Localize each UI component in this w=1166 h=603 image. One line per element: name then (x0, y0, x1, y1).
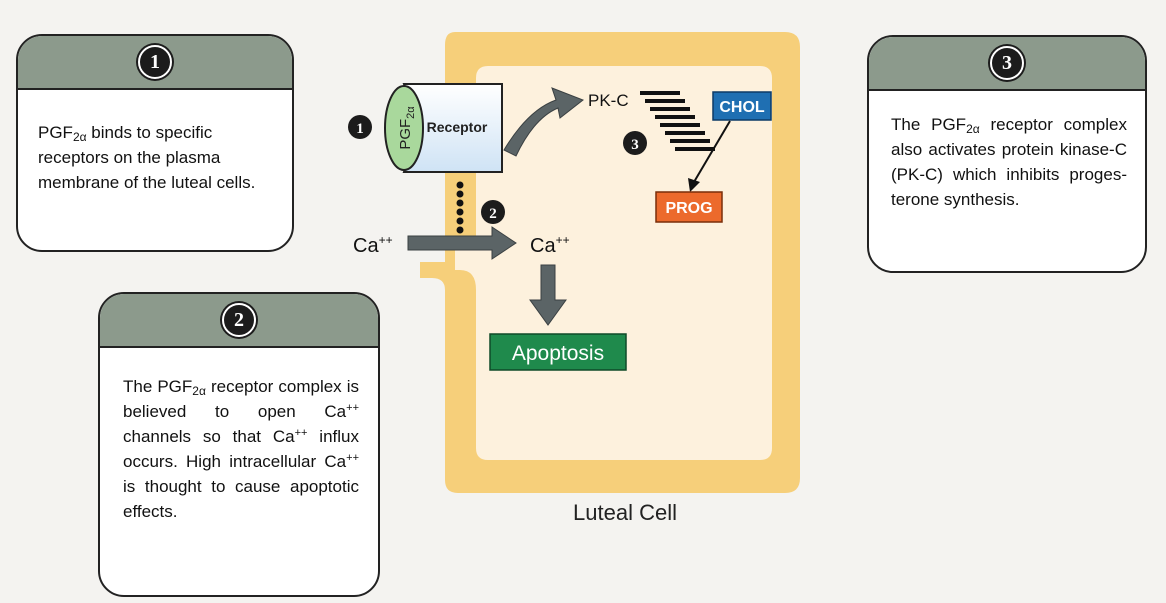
svg-text:CHOL: CHOL (719, 99, 765, 116)
apoptosis-box: Apoptosis (489, 333, 627, 371)
svg-text:1: 1 (356, 121, 364, 137)
callout-1-number: 1 (138, 45, 172, 79)
calcium-channel-dots (456, 181, 464, 234)
calcium-influx-arrow (407, 226, 517, 260)
callout-3-text: The PGF2α receptor complex also activate… (891, 115, 1127, 209)
callout-1-text: PGF2α binds to specific receptors on the… (38, 123, 256, 192)
chol-box: CHOL (712, 91, 772, 121)
callout-3: 3 The PGF2α receptor complex also activa… (867, 35, 1147, 273)
callout-2-text: The PGF2α receptor complex is believed t… (123, 377, 359, 521)
calcium-outside-label: Ca++ (353, 233, 393, 257)
luteal-cell-label: Luteal Cell (573, 500, 677, 525)
pkc-label: PK-C (588, 91, 629, 110)
svg-text:PROG: PROG (665, 200, 712, 217)
svg-text:3: 3 (631, 137, 639, 153)
step-marker-3: 3 (623, 131, 647, 155)
receptor-label: Receptor (427, 119, 488, 135)
step-marker-1: 1 (348, 115, 372, 139)
calcium-to-apoptosis-arrow (529, 264, 567, 326)
prog-box: PROG (655, 191, 723, 223)
receptor-to-pkc-arrow (503, 87, 585, 157)
svg-text:Apoptosis: Apoptosis (512, 342, 604, 365)
pgf2a-ligand: PGF2α (384, 85, 424, 171)
inhibition-lines (640, 91, 715, 151)
callout-2-number: 2 (222, 303, 256, 337)
callout-1: 1 PGF2α binds to specific receptors on t… (16, 34, 294, 252)
chol-to-prog-arrow (688, 120, 731, 192)
callout-3-number: 3 (990, 46, 1024, 80)
step-marker-2: 2 (481, 200, 505, 224)
callout-2: 2 The PGF2α receptor complex is believed… (98, 292, 380, 597)
svg-text:2: 2 (489, 206, 497, 222)
